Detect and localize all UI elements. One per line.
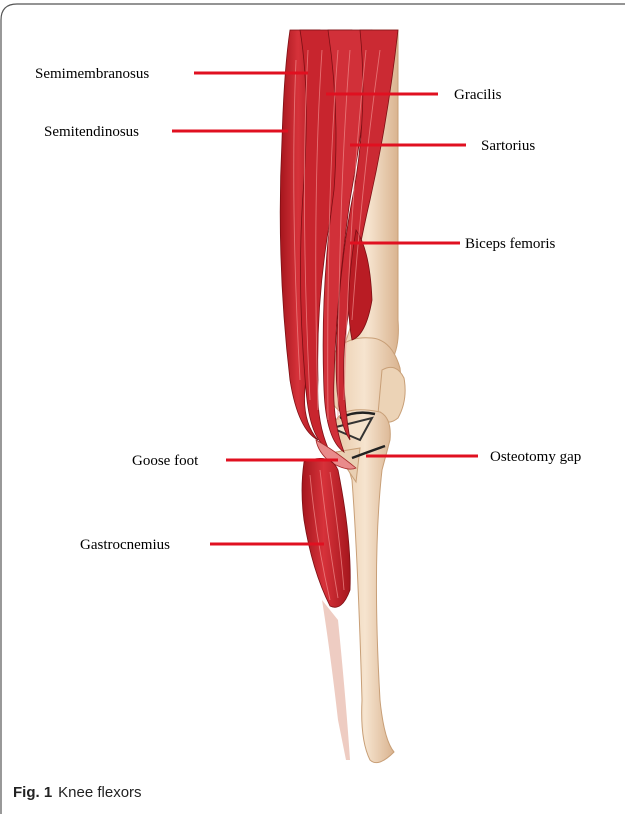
label-semitendinosus: Semitendinosus [44,124,139,140]
label-gracilis: Gracilis [454,87,502,103]
figure-caption: Fig. 1 Knee flexors [13,784,142,801]
label-sartorius: Sartorius [481,138,535,154]
figure-number: Fig. 1 [13,784,52,801]
fibula-shadow [322,600,350,760]
label-gastrocnemius: Gastrocnemius [80,537,170,553]
gastrocnemius-muscle [302,458,350,607]
knee-flexors-illustration: Semimembranosus Semitendinosus Gracilis … [0,0,625,780]
label-osteotomy-gap: Osteotomy gap [490,449,581,465]
figure-caption-text: Knee flexors [58,784,141,801]
label-goose-foot: Goose foot [132,453,199,469]
label-semimembranosus: Semimembranosus [35,66,149,82]
label-biceps-femoris: Biceps femoris [465,236,556,252]
